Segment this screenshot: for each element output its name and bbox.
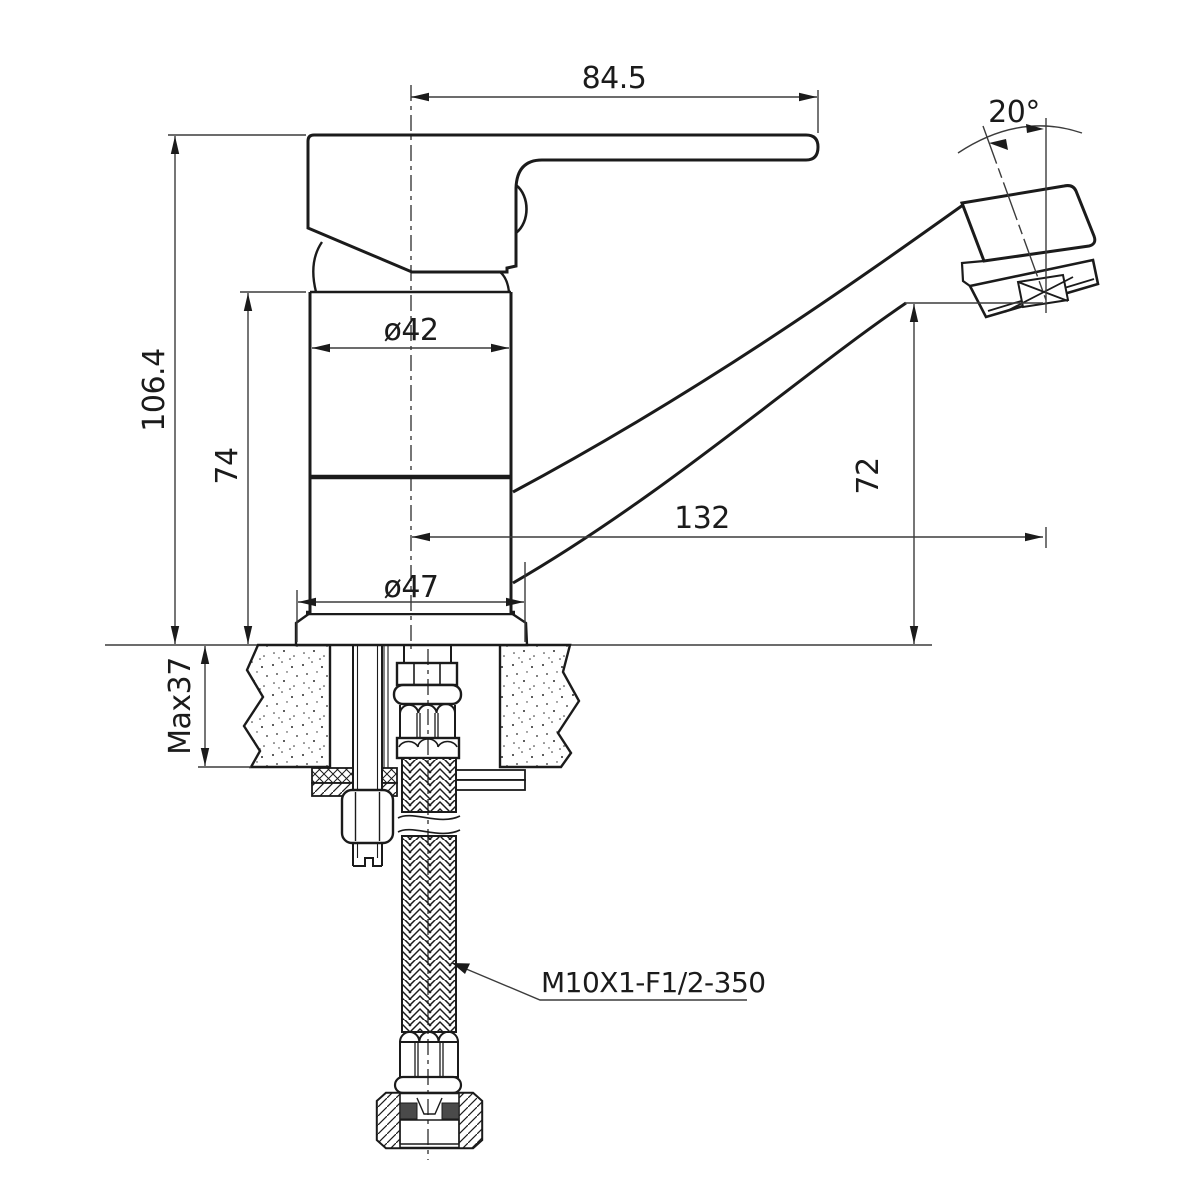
dim-body-diameter: ø42 [312, 313, 509, 353]
hose-hex-fitting [395, 661, 459, 687]
mounting-nut [340, 788, 395, 845]
hose-end-nut [375, 1091, 484, 1150]
handle-lever-outline [306, 133, 820, 274]
hose-spec-label: M10X1-F1/2-350 [541, 966, 766, 999]
spout-top-curve [512, 203, 964, 494]
dome-arc-left [312, 241, 324, 293]
hose-spec-callout: M10X1-F1/2-350 [451, 962, 766, 1001]
supply-hose [375, 646, 484, 1150]
deck-left-block [242, 643, 332, 769]
hose-break-line-1 [397, 814, 461, 821]
hose-braid-lower [401, 835, 457, 1033]
dim-lever-reach: 84.5 [411, 61, 819, 133]
dim-label-deck-thickness: Max37 [163, 657, 198, 755]
mounting-plate-upper [454, 769, 526, 781]
hose-braid-upper [401, 757, 457, 813]
dim-overall-height: 106.4 [137, 134, 306, 644]
dim-deck-thickness: Max37 [163, 646, 210, 766]
mounting-hardware [311, 646, 526, 867]
dim-label-base-diameter: ø47 [383, 570, 438, 605]
nut-cavity [399, 1119, 460, 1145]
dim-body-height: 74 [210, 291, 306, 644]
centerlines [410, 85, 429, 1160]
handle-hub-bulge [515, 183, 528, 235]
hose-crimp-sleeve [399, 703, 456, 738]
nut-funnel [416, 1097, 443, 1115]
dim-label-overall-height: 106.4 [137, 348, 172, 431]
stud-slot [353, 857, 382, 867]
faucet-spout [512, 184, 1100, 585]
deck-right-block [498, 643, 581, 769]
hose-break-line-2 [397, 828, 461, 835]
dome-arc-right [499, 271, 511, 293]
nut-gasket-left [399, 1102, 418, 1120]
spout-aerator-housing [960, 258, 1100, 319]
spout-end-cap [959, 184, 1097, 263]
dim-outlet-height: 72 [851, 302, 1043, 644]
nut-section-left [376, 1092, 401, 1149]
dim-spout-angle: 20° [957, 95, 1083, 548]
dim-label-outlet-height: 72 [851, 457, 886, 494]
faucet-handle [306, 133, 820, 293]
dim-label-spout-angle: 20° [988, 95, 1040, 130]
aerator-symbol [1004, 273, 1074, 313]
dim-base-diameter: ø47 [296, 562, 526, 642]
deck-section [105, 643, 932, 769]
aerator-step [960, 259, 985, 287]
dim-label-lever-reach: 84.5 [582, 61, 647, 96]
dim-label-spout-reach: 132 [674, 501, 730, 536]
mounting-plate-lower [454, 779, 526, 791]
dim-label-body-diameter: ø42 [383, 313, 438, 348]
nut-gasket-right [441, 1102, 460, 1120]
nut-section-right [458, 1092, 483, 1149]
spout-bottom-curve [512, 301, 907, 585]
dim-spout-reach: 132 [412, 501, 1043, 542]
dim-label-body-height: 74 [210, 447, 245, 484]
